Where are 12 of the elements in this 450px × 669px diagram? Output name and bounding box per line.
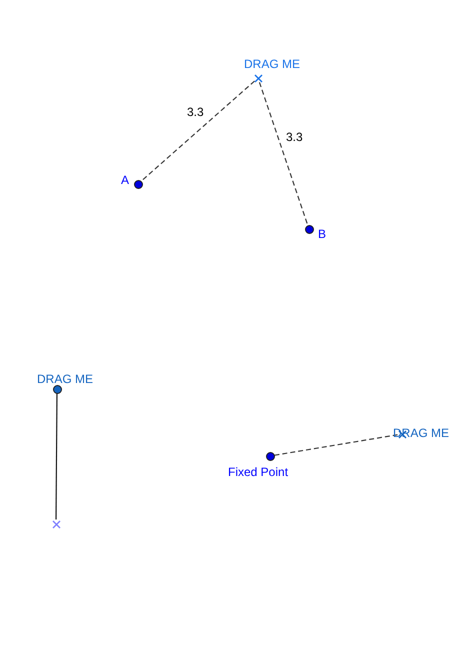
- point-label: Fixed Point: [228, 465, 288, 479]
- dashed-segment: [258, 82, 308, 225]
- edge-label: 3.3: [186, 105, 205, 119]
- point-label: DRAG ME: [37, 372, 94, 386]
- line-segment: [55, 394, 58, 520]
- dashed-segment: [141, 80, 255, 182]
- point-label: A: [121, 173, 130, 187]
- dashed-segment: [274, 434, 398, 456]
- point-label: DRAG ME: [244, 57, 300, 71]
- point-label: B: [318, 227, 326, 241]
- point-cross: [52, 520, 60, 528]
- edge-label: 3.3: [285, 130, 304, 144]
